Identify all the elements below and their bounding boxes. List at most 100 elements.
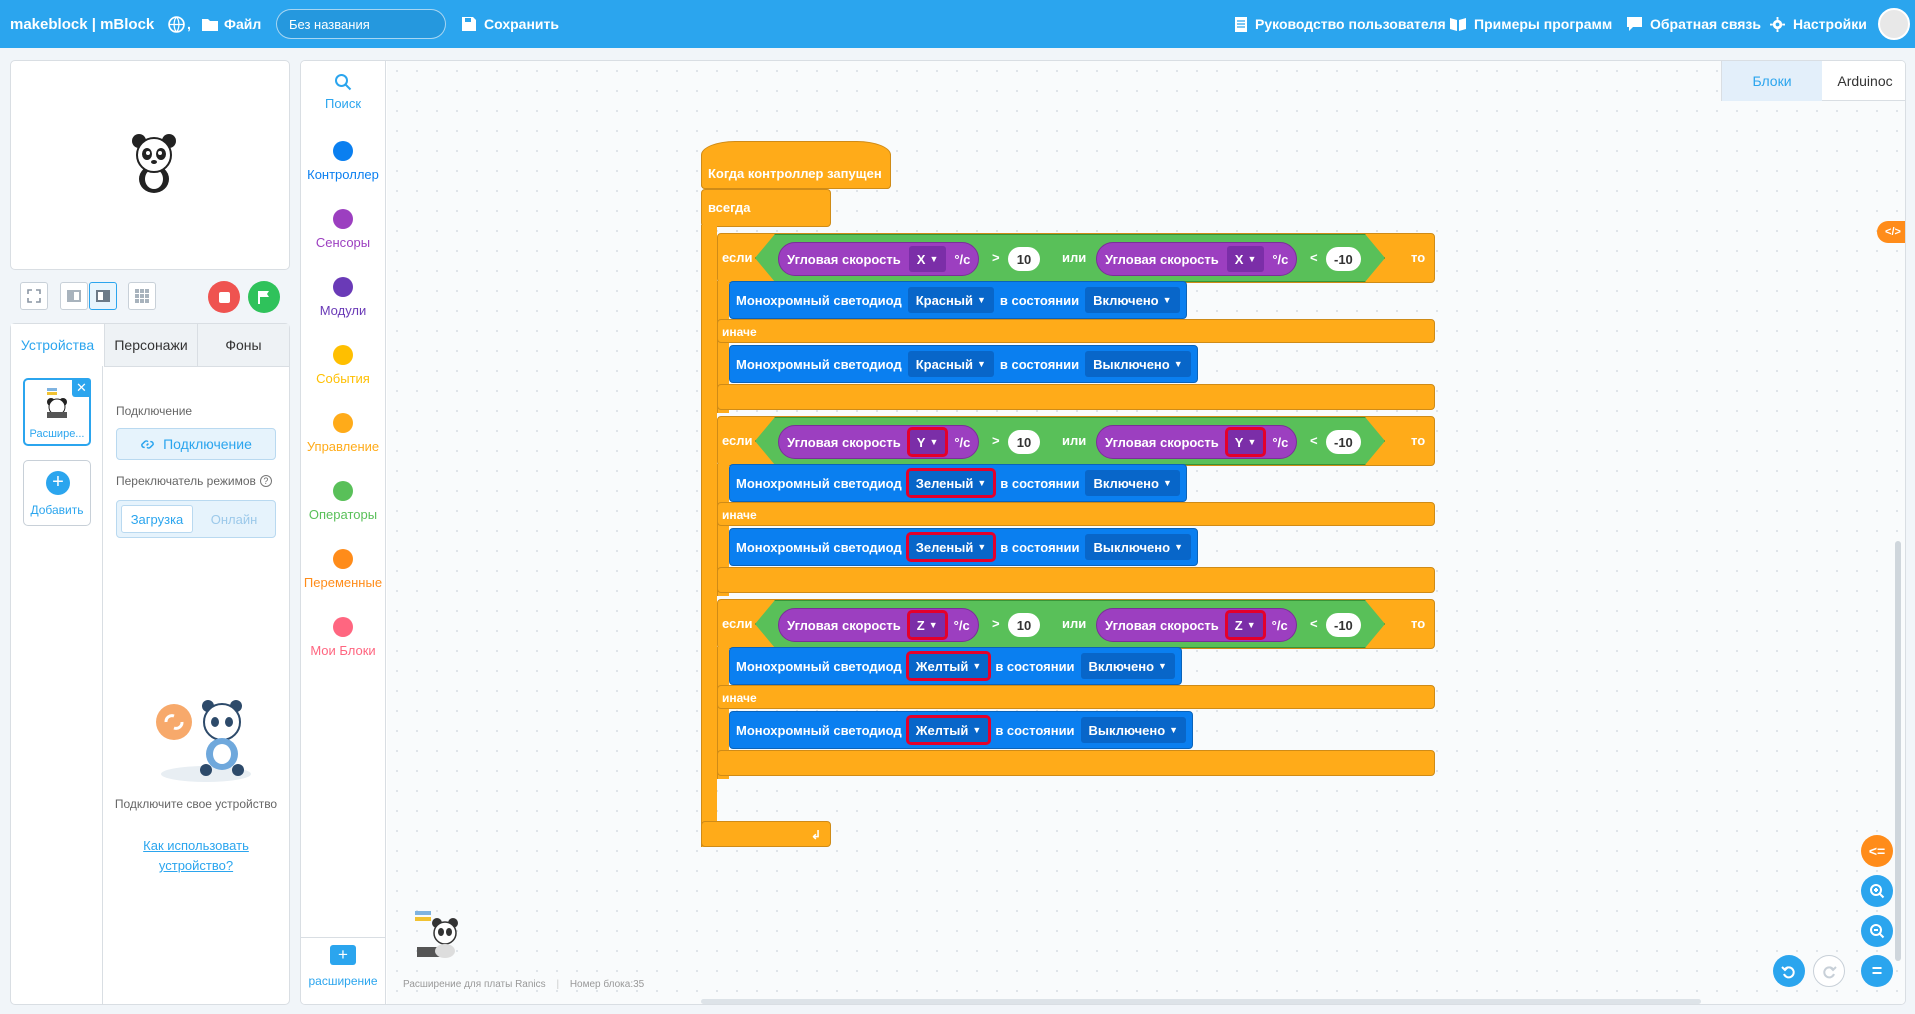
category-events[interactable]: События [301,345,385,386]
grid-layout-icon[interactable] [128,282,156,310]
category-variables[interactable]: Переменные [301,549,385,590]
value-input-left[interactable]: 10 [1008,247,1040,271]
project-name-input[interactable] [276,9,446,39]
category-operators[interactable]: Операторы [301,481,385,522]
how-to-use-link[interactable]: Как использовать устройство? [143,838,249,873]
green-flag-button[interactable] [248,281,280,313]
tab-sprites[interactable]: Персонажи [104,324,197,366]
led-color-dropdown[interactable]: Красный▼ [907,351,994,377]
zoom-out-icon[interactable] [1861,915,1893,947]
category-my-blocks[interactable]: Мои Блоки [301,617,385,658]
panda-sprite-icon[interactable] [129,131,179,196]
zoom-in-icon[interactable] [1861,875,1893,907]
user-avatar[interactable] [1878,8,1910,40]
angular-speed-label: Угловая скорость [787,251,901,267]
feedback-link[interactable]: Обратная связь [1627,0,1761,48]
value-input-right[interactable]: -10 [1326,247,1361,271]
or-operator: или [1062,433,1087,448]
led-state-dropdown[interactable]: Выключено▼ [1080,717,1187,743]
small-stage-icon[interactable] [60,282,88,310]
axis-dropdown[interactable]: X▼ [1227,246,1265,272]
category-controller[interactable]: Контроллер [301,141,385,182]
led-label: Монохромный светодиод [736,722,902,738]
extension-button[interactable]: + расширение [301,945,385,988]
value-input-right[interactable]: -10 [1326,613,1361,637]
led-color-dropdown[interactable]: Зеленый▼ [905,532,997,562]
axis-dropdown[interactable]: X▼ [909,246,947,272]
language-globe-icon[interactable]: , [168,0,191,48]
led-state-dropdown[interactable]: Выключено▼ [1085,351,1191,377]
help-icon[interactable]: ? [259,475,272,487]
forever-block[interactable] [701,189,831,227]
axis-dropdown[interactable]: Z▼ [1227,612,1264,638]
stop-button[interactable] [208,281,240,313]
category-search[interactable]: Поиск [301,73,385,111]
settings-button[interactable]: Настройки [1770,0,1867,48]
block-cleanup-icon[interactable]: <= [1861,835,1893,867]
led-color-dropdown[interactable]: Красный▼ [907,287,994,313]
in-state-label: в состоянии [995,722,1075,738]
vertical-scrollbar[interactable] [1895,541,1901,961]
value-input-right[interactable]: -10 [1326,430,1361,454]
category-control[interactable]: Управление [301,413,385,454]
tab-arduino[interactable]: Arduinoc [1837,73,1893,89]
flag-icon [258,291,269,304]
examples-link[interactable]: Примеры программ [1450,0,1612,48]
file-menu[interactable]: Файл [202,0,261,48]
axis-dropdown[interactable]: Y▼ [909,429,947,455]
led-state-dropdown[interactable]: Включено▼ [1080,653,1175,679]
category-controller-label: Контроллер [307,167,379,182]
user-guide-link[interactable]: Руководство пользователя [1235,0,1446,48]
led-state-dropdown[interactable]: Выключено▼ [1085,534,1191,560]
axis-dropdown[interactable]: Y▼ [1227,429,1265,455]
horizontal-scrollbar[interactable] [701,999,1701,1004]
hat-label: Когда контроллер запущен [708,166,882,181]
axis-dropdown[interactable]: Z▼ [909,612,946,638]
tab-devices[interactable]: Устройства [11,324,104,366]
connect-button[interactable]: Подключение [116,428,276,460]
undo-icon[interactable] [1773,955,1805,987]
device-card[interactable]: Расшире... ✕ [23,378,91,446]
redo-icon[interactable] [1813,955,1845,987]
fullscreen-icon[interactable] [20,282,48,310]
save-button[interactable]: Сохранить [462,0,559,48]
status-bar: Расширение для платы Ranics | Номер блок… [403,979,645,990]
value-input-left[interactable]: 10 [1008,613,1040,637]
code-view-toggle-icon[interactable]: </> [1877,221,1905,243]
mode-upload-button[interactable]: Загрузка [121,505,193,533]
large-stage-icon[interactable] [89,282,117,310]
led-color-dropdown[interactable]: Зеленый▼ [905,468,997,498]
led-state-dropdown[interactable]: Включено▼ [1085,287,1180,313]
tab-blocks[interactable]: Блоки [1722,61,1822,101]
remove-device-close-icon[interactable]: ✕ [72,378,91,397]
value-input-left[interactable]: 10 [1008,430,1040,454]
add-device-button[interactable]: + Добавить [23,460,91,526]
led-state-dropdown[interactable]: Включено▼ [1085,470,1180,496]
led-color-dropdown[interactable]: Желтый▼ [905,651,992,681]
led-color-dropdown[interactable]: Желтый▼ [905,715,992,745]
tab-backdrops[interactable]: Фоны [197,324,289,366]
mode-online-button[interactable]: Онлайн [210,511,258,527]
category-sensors[interactable]: Сенсоры [301,209,385,250]
zoom-reset-icon[interactable]: = [1861,955,1893,987]
category-modules[interactable]: Модули [301,277,385,318]
sensors-dot-icon [333,209,353,229]
